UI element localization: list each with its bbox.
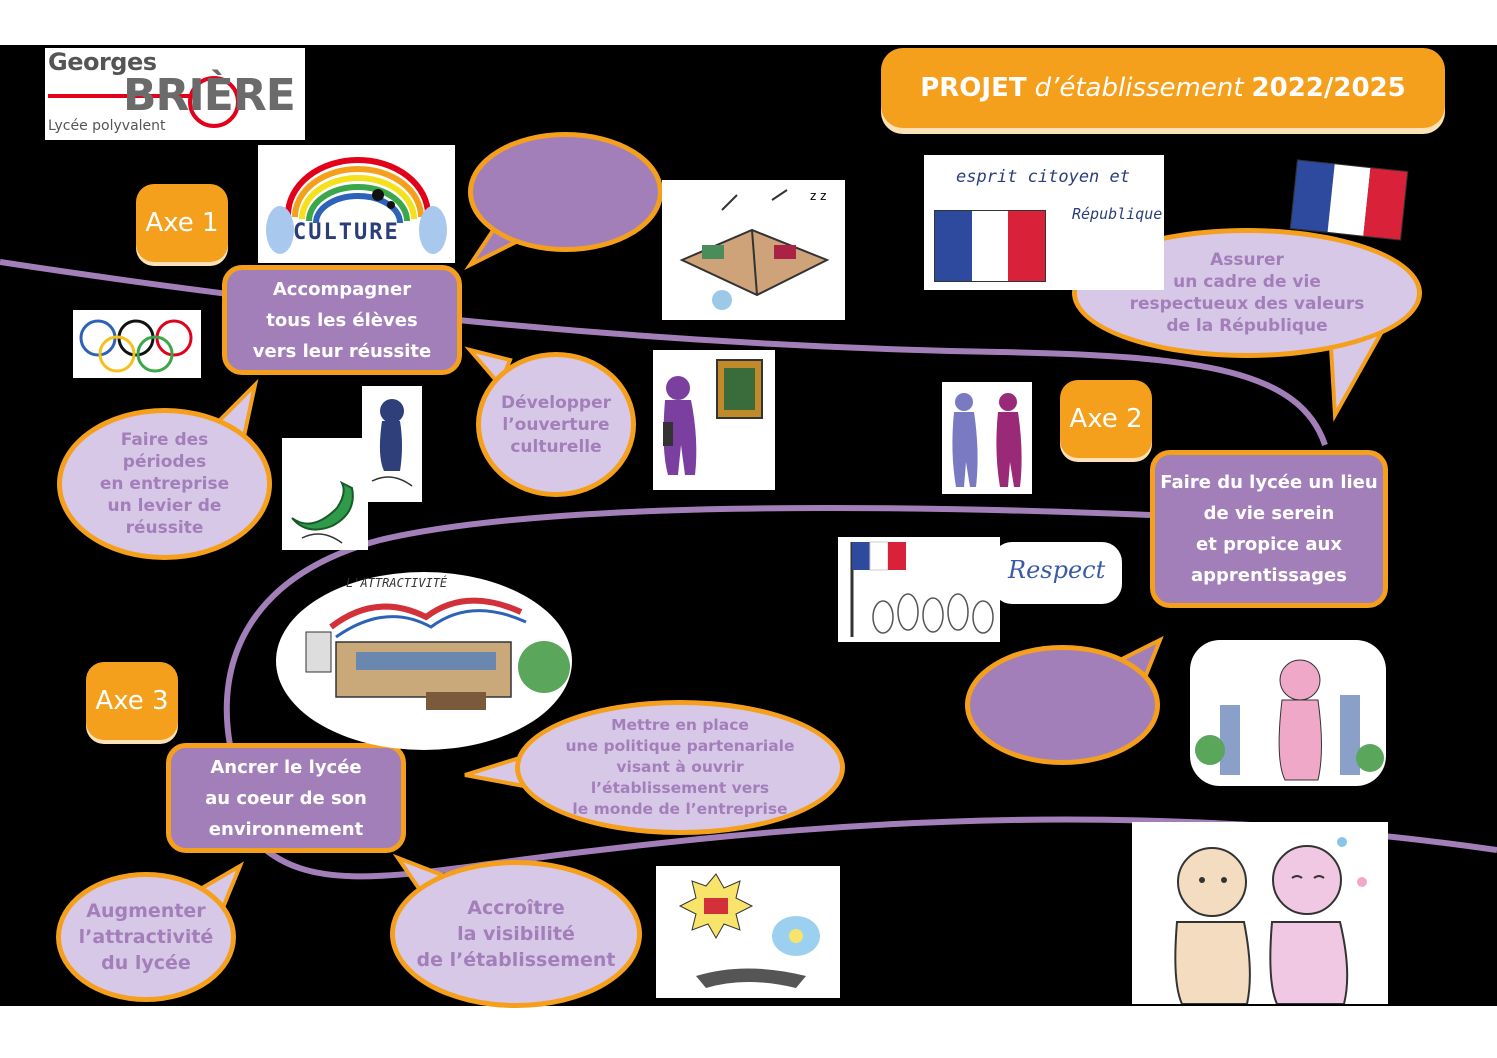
- axe-2-line-2: de vie serein: [1203, 503, 1335, 524]
- two-figures-drawing: [942, 382, 1032, 494]
- banner-years: 2022/2025: [1251, 73, 1406, 103]
- school-building-drawing: L'ATTRACTIVITÉ: [276, 572, 572, 750]
- axe-3-line-3: environnement: [208, 818, 364, 840]
- bubble-visibilite: Accroître la visibilité de l’établisseme…: [390, 860, 642, 1008]
- axe-1-line-1: Accompagner: [272, 278, 412, 300]
- bottom-margin: [0, 1006, 1497, 1058]
- axe-1-line-2: tous les élèves: [266, 309, 418, 331]
- axe-3-title-box: Ancrer le lycée au coeur de son environn…: [166, 743, 406, 853]
- bubble-ouverture-line-1: Développer: [500, 392, 611, 413]
- french-flag-icon: [1289, 159, 1409, 241]
- flag-and-crowd-drawing: [838, 537, 1000, 642]
- axe-2-line-1: Faire du lycée un lieu: [1160, 472, 1378, 493]
- axe-2-title-box: Faire du lycée un lieu de vie serein et …: [1150, 450, 1388, 608]
- bubble-entreprise-line-4: un levier de: [107, 496, 222, 516]
- french-flag-drawing: [934, 210, 1046, 282]
- bubble-attractivite: Augmenter l’attractivité du lycée: [56, 872, 236, 1002]
- title-banner: PROJET d’établissement 2022/2025: [881, 48, 1445, 128]
- axis-path-2: [223, 504, 1151, 746]
- banner-projet: PROJET: [920, 73, 1027, 103]
- esprit-citoyen-label: esprit citoyen et: [956, 167, 1130, 187]
- olympic-rings-drawing: [73, 310, 201, 378]
- axe-3-badge: Axe 3: [86, 662, 178, 740]
- open-book-drawing: z z: [662, 180, 845, 320]
- bubble-entreprise-line-2: périodes: [122, 452, 207, 472]
- logo-subtitle: Lycée polyvalent: [48, 118, 166, 134]
- bubble-entreprise: Faire des périodes en entreprise un levi…: [57, 408, 272, 560]
- culture-rainbow-drawing: CULTURE: [258, 145, 455, 263]
- blue-figure-drawing: [362, 386, 422, 502]
- bubble-republique-line-4: de la République: [1166, 316, 1328, 336]
- axe-2-line-4: apprentissages: [1191, 565, 1347, 586]
- bubble-partenariale-line-2: une politique partenariale: [565, 737, 795, 755]
- svg-text:z z: z z: [810, 189, 826, 203]
- logo-lastname: BRIÈRE: [123, 70, 296, 121]
- bubble-partenariale-line-3: visant à ouvrir: [616, 758, 744, 776]
- axe-1-line-3: vers leur réussite: [252, 340, 432, 362]
- culture-label: CULTURE: [293, 220, 400, 245]
- logo-red-line: [48, 94, 193, 98]
- bubble-visibilite-line-3: de l’établissement: [416, 949, 616, 971]
- bubble-attractivite-line-2: l’attractivité: [78, 926, 214, 948]
- bubble-entreprise-line-5: réussite: [125, 518, 204, 538]
- bubble-visibilite-line-1: Accroître: [467, 897, 565, 919]
- logo-ring-icon: [188, 76, 240, 128]
- bubble-attractivite-line-3: du lycée: [101, 952, 191, 974]
- bubble-partenariale-line-4: l’établissement vers: [590, 779, 770, 797]
- bubble-ouverture: Développer l’ouverture culturelle: [476, 352, 636, 497]
- respect-drawing: Respect: [992, 542, 1122, 604]
- bubble-entreprise-line-1: Faire des: [120, 430, 209, 450]
- bubble-dark-right: [965, 645, 1160, 765]
- bubble-attractivite-line-1: Augmenter: [86, 900, 206, 922]
- axe-2-line-3: et propice aux: [1196, 534, 1342, 555]
- museum-visitor-drawing: [653, 350, 775, 490]
- republique-label: République: [1072, 205, 1163, 223]
- axe-3-line-1: Ancrer le lycée: [210, 756, 362, 778]
- bubble-partenariale: Mettre en place une politique partenaria…: [515, 700, 845, 835]
- axe-2-badge: Axe 2: [1060, 380, 1152, 458]
- top-margin: [0, 0, 1497, 45]
- bubble-partenariale-line-5: le monde de l’entreprise: [572, 800, 788, 818]
- green-bird-drawing: [282, 438, 368, 550]
- bubble-ouverture-line-2: l’ouverture: [502, 414, 610, 435]
- axe-3-line-2: au coeur de son: [205, 787, 367, 809]
- bubble-republique-line-2: un cadre de vie: [1173, 272, 1321, 292]
- logo-firstname: Georges: [48, 48, 157, 76]
- bubble-dark-top: [468, 132, 663, 252]
- attractivite-label: L'ATTRACTIVITÉ: [346, 576, 448, 590]
- city-figure-drawing: [1190, 640, 1386, 786]
- bubble-partenariale-line-1: Mettre en place: [611, 716, 749, 734]
- two-friends-drawing: [1132, 822, 1388, 1004]
- bubble-republique-line-3: respectueux des valeurs: [1129, 294, 1365, 314]
- banner-etablissement: d’établissement: [1034, 73, 1244, 103]
- bubble-ouverture-line-3: culturelle: [510, 436, 602, 457]
- axe-1-title-box: Accompagner tous les élèves vers leur ré…: [222, 265, 462, 375]
- axe-1-badge: Axe 1: [136, 184, 228, 262]
- respect-label: Respect: [1008, 556, 1106, 584]
- axis-path-1: [0, 259, 1328, 446]
- bubble-republique-line-1: Assurer: [1210, 250, 1284, 270]
- school-logo: Georges BRIÈRE Lycée polyvalent: [45, 48, 305, 140]
- bubble-visibilite-line-2: la visibilité: [457, 923, 575, 945]
- bubble-entreprise-line-3: en entreprise: [99, 474, 230, 494]
- ideas-book-drawing: [656, 866, 840, 998]
- esprit-citoyen-drawing: esprit citoyen et République: [924, 155, 1164, 290]
